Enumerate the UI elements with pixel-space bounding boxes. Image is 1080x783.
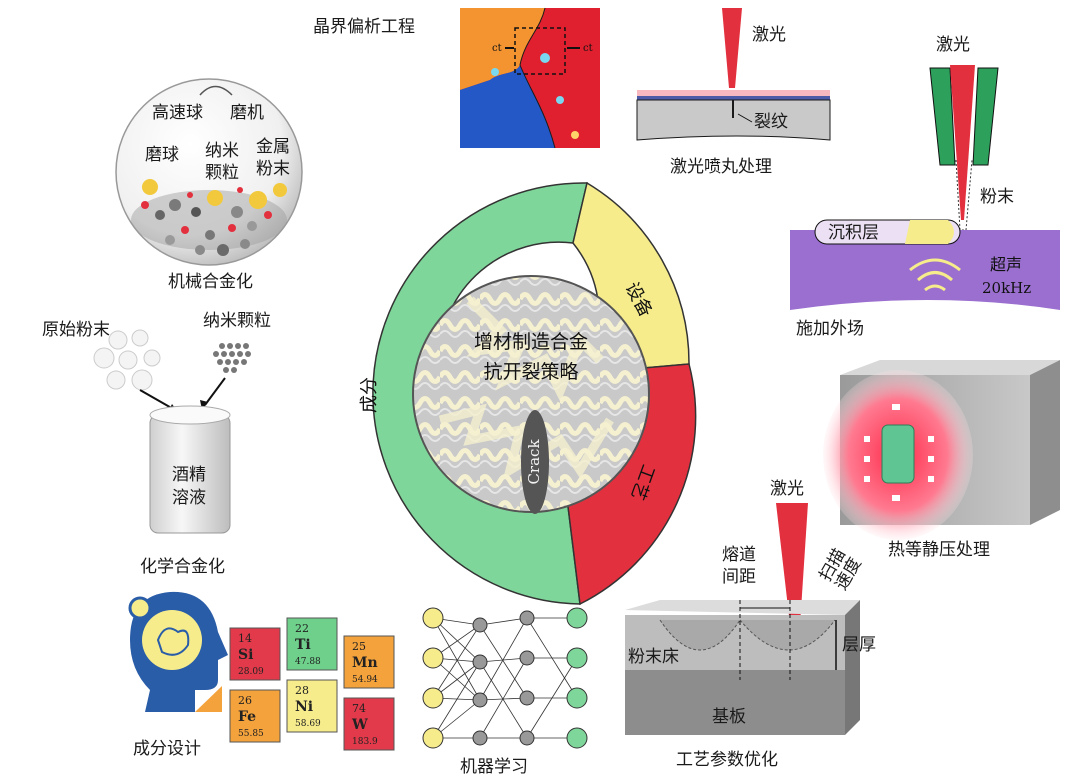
element-symbol: Fe bbox=[238, 709, 256, 725]
element-symbol: Si bbox=[238, 647, 253, 663]
hip-panel: 热等静压处理 bbox=[823, 360, 1060, 560]
element-number: 25 bbox=[352, 640, 366, 653]
laser-peening-caption: 激光喷丸处理 bbox=[670, 157, 772, 177]
mill-particles bbox=[141, 179, 287, 256]
substrate-label: 基板 bbox=[712, 707, 746, 727]
element-number: 26 bbox=[238, 694, 252, 707]
external-field-powder-label: 粉末 bbox=[980, 187, 1014, 207]
element-symbol: Ti bbox=[295, 637, 311, 653]
element-mass: 58.69 bbox=[295, 719, 321, 729]
crack-label: Crack bbox=[525, 439, 543, 485]
alcohol-label-2: 溶液 bbox=[172, 488, 206, 508]
raw-powder-label: 原始粉末 bbox=[42, 320, 110, 340]
laser-peening-laser-label: 激光 bbox=[752, 25, 786, 45]
external-field-panel: 激光 粉末 沉积层 超声 20kHz 施加外场 bbox=[790, 35, 1060, 339]
center-title-line1: 增材制造合金 bbox=[474, 331, 588, 353]
chemical-alloying-caption: 化学合金化 bbox=[140, 557, 225, 577]
grain-boundary-panel: 晶界偏析工程 ct ct bbox=[313, 7, 600, 149]
head-brain-icon bbox=[128, 591, 228, 712]
laser-peening-crack-label: 裂纹 bbox=[754, 112, 788, 132]
track-spacing-label-1: 熔道 bbox=[722, 545, 756, 565]
track-spacing-label-2: 间距 bbox=[722, 567, 756, 587]
process-optimization-caption: 工艺参数优化 bbox=[676, 750, 778, 770]
ct-right-label: ct bbox=[583, 43, 593, 54]
element-mass: 47.88 bbox=[295, 657, 321, 667]
element-mass: 54.94 bbox=[352, 675, 378, 685]
element-number: 28 bbox=[295, 684, 309, 697]
element-symbol: Mn bbox=[352, 655, 378, 671]
high-speed-ball-label: 高速球 bbox=[152, 103, 203, 123]
process-optimization-panel: 激光 熔道 间距 扫描 速度 粉末床 层厚 基板 工艺参数优化 bbox=[625, 479, 876, 770]
strategy-ring: Crack 增材制造合金 抗开裂策略 成分 设备 工艺 bbox=[359, 181, 697, 606]
layer-thickness-label: 层厚 bbox=[842, 635, 876, 655]
ultrasound-frequency-label: 20kHz bbox=[982, 279, 1031, 297]
ball-mill-caption: 机械合金化 bbox=[168, 272, 253, 292]
element-mass: 28.09 bbox=[238, 667, 264, 677]
element-number: 74 bbox=[352, 702, 366, 715]
element-number: 22 bbox=[295, 622, 309, 635]
composition-design-caption: 成分设计 bbox=[133, 739, 201, 759]
metal-powder-label-2: 粉末 bbox=[256, 159, 290, 179]
nano-particle-label-2: 颗粒 bbox=[205, 163, 239, 183]
process-laser-label: 激光 bbox=[770, 479, 804, 499]
center-title-line2: 抗开裂策略 bbox=[483, 361, 578, 383]
external-field-caption: 施加外场 bbox=[796, 319, 864, 339]
ultrasound-label: 超声 bbox=[990, 255, 1022, 274]
crack-shape bbox=[521, 410, 549, 514]
mill-label: 磨机 bbox=[230, 103, 264, 123]
nano-particle-label: 纳米颗粒 bbox=[203, 311, 271, 331]
element-symbol: Ni bbox=[295, 699, 313, 715]
nano-particle-label-1: 纳米 bbox=[205, 141, 239, 161]
ct-left-label: ct bbox=[492, 43, 502, 54]
metal-powder-label-1: 金属 bbox=[256, 137, 290, 157]
laser-peening-panel: 激光 裂纹 激光喷丸处理 bbox=[636, 8, 831, 177]
element-symbol: W bbox=[351, 717, 368, 733]
ball-mill-panel: 高速球 磨机 磨球 纳米 颗粒 金属 粉末 机械合金化 bbox=[115, 78, 303, 292]
machine-learning-panel: 机器学习 bbox=[422, 607, 588, 777]
raw-powder-spheres bbox=[93, 329, 161, 391]
element-tile-w: 74W 183.9 bbox=[343, 697, 395, 751]
nano-particle-cluster bbox=[213, 343, 251, 373]
powder-bed-label: 粉末床 bbox=[628, 647, 679, 667]
external-field-laser-label: 激光 bbox=[936, 35, 970, 55]
grinding-ball-label: 磨球 bbox=[145, 145, 179, 165]
element-mass: 55.85 bbox=[238, 729, 264, 739]
machine-learning-caption: 机器学习 bbox=[460, 757, 528, 777]
alcohol-label-1: 酒精 bbox=[172, 465, 206, 485]
ring-label-composition: 成分 bbox=[359, 377, 380, 413]
chemical-alloying-panel: 原始粉末 纳米颗粒 酒精 溶液 化学合金化 bbox=[42, 311, 271, 577]
element-number: 14 bbox=[238, 632, 252, 645]
deposition-layer-label: 沉积层 bbox=[828, 223, 879, 243]
element-mass: 183.9 bbox=[352, 737, 378, 747]
hip-caption: 热等静压处理 bbox=[888, 540, 990, 560]
grain-boundary-title: 晶界偏析工程 bbox=[313, 17, 415, 37]
